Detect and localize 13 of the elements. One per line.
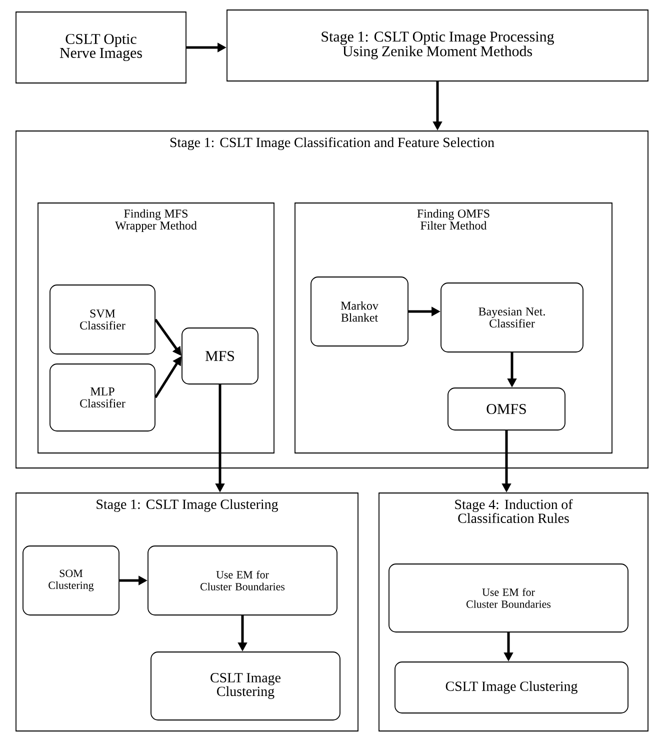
step-box: CSLT Image Clustering (394, 662, 628, 714)
step-box: Markov Blanket (310, 276, 408, 346)
step-box: Bayesian Net. Classifier (440, 282, 584, 352)
step-box: MLP Classifier (50, 364, 156, 432)
step-box: MFS (182, 328, 258, 384)
step-box: Use EM for Cluster Boundaries (148, 546, 338, 616)
step-box: Use EM for Cluster Boundaries (388, 564, 628, 632)
step-box: SOM Clustering (22, 546, 120, 616)
step-box: SVM Classifier (50, 284, 156, 354)
step-box: CSLT Image Clustering (150, 652, 340, 720)
step-box: OMFS (448, 388, 566, 430)
process-box: CSLT Optic Nerve Images (16, 12, 186, 84)
process-box: Stage 1: CSLT Optic Image Processing Using Zenike Moment Methods (226, 10, 648, 82)
